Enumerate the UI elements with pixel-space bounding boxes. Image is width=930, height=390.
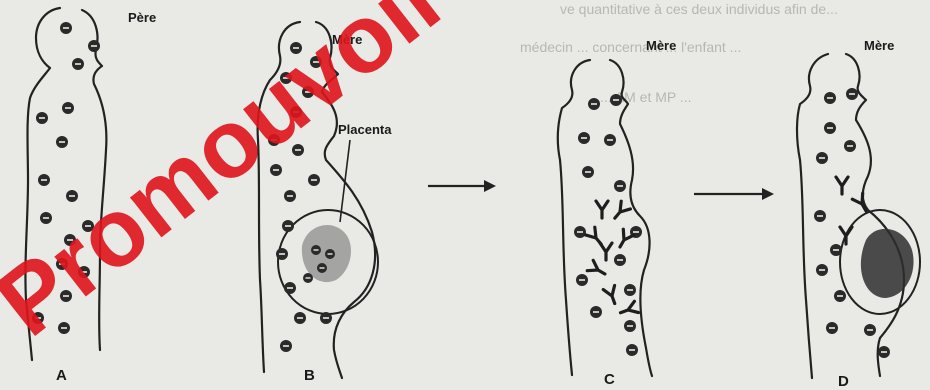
antibody-icon [600,243,612,260]
placenta-pointer [340,140,350,222]
arrow-c-to-d [694,188,774,200]
anti-rh-antibodies [586,201,639,318]
arrow-b-to-c [428,180,496,192]
panel-letter-c: C [604,371,615,388]
mother-label: Mère [646,38,676,53]
antibody-icon [603,285,620,305]
fetus-affected [861,229,914,298]
watermark: Promouvoir [0,0,467,357]
antibody-icon [618,301,638,318]
panel-letter-a: A [56,367,67,384]
background-text-line: ve quantitative à ces deux individus afi… [560,1,838,17]
mother-label: Mère [864,38,894,53]
anti-rh-antibodies [836,177,871,244]
panel-d: Mère D [797,38,920,390]
mother-silhouette [797,54,904,378]
rh-negative-cells [814,88,890,358]
antibody-icon [587,260,608,279]
background-text-line: médecin ... concernant ... l'enfant ... [520,39,741,55]
antibody-icon [840,227,852,244]
rh-negative-cells [574,94,642,356]
antibody-icon [610,201,630,222]
placenta-label: Placenta [338,122,392,137]
antibody-icon [596,201,608,218]
antibody-icon [836,177,848,194]
father-label: Père [128,10,156,25]
panel-letter-d: D [838,373,849,390]
mother-silhouette [558,60,652,376]
panel-letter-b: B [304,367,315,384]
